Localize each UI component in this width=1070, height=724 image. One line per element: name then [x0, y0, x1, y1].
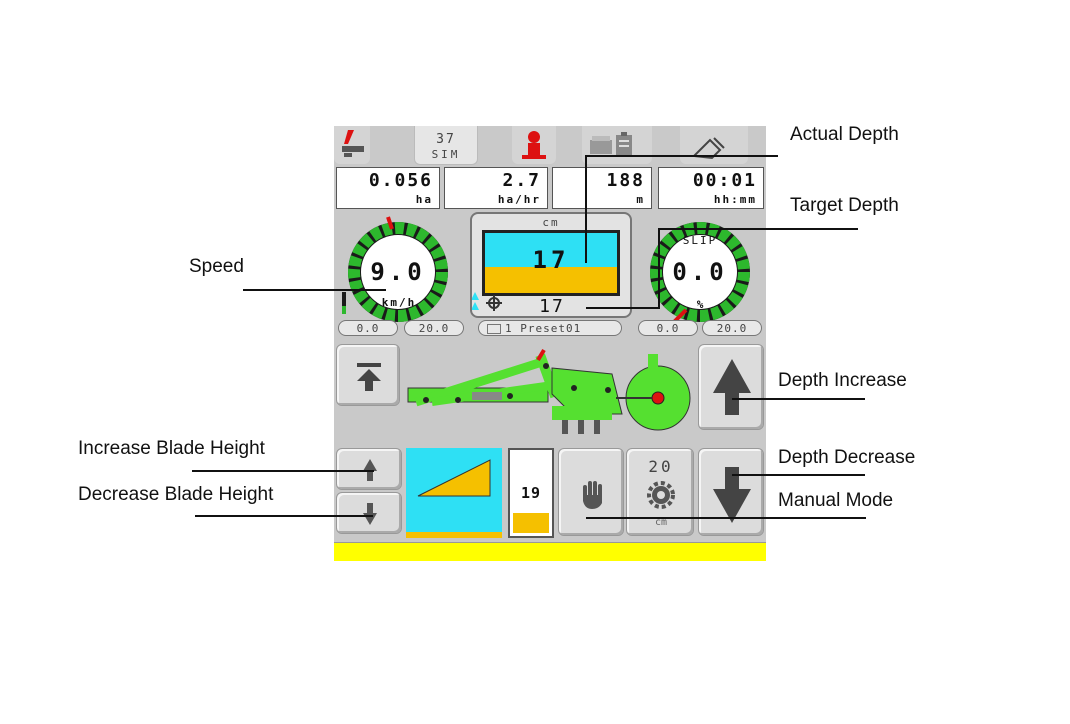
speed-max: 20.0	[404, 320, 464, 336]
leader-manual-mode	[586, 517, 866, 519]
implement-icon	[342, 130, 364, 157]
counter-work-rate: 2.7 ha/hr	[444, 167, 548, 209]
leader-depth-increase	[732, 398, 865, 400]
area-unit: ha	[415, 193, 433, 206]
sim-number: 37	[436, 132, 456, 147]
leader-actual-depth-v	[585, 155, 587, 263]
leader-depth-decrease	[732, 474, 865, 476]
leader-target-depth-h2	[586, 307, 660, 309]
raise-implement-button[interactable]	[336, 344, 400, 406]
speed-value: 9.0	[370, 258, 426, 286]
leader-actual-depth-h	[585, 155, 778, 157]
depth-decrease-button[interactable]	[698, 448, 764, 536]
cylinder-icon	[691, 137, 725, 160]
blade-height-increase-button[interactable]	[336, 448, 402, 490]
blade-height-fill	[513, 513, 549, 533]
slip-label: SLIP	[682, 234, 718, 247]
leader-target-depth-v	[658, 228, 660, 308]
label-target-depth: Target Depth	[790, 195, 899, 216]
blade-height-gauge	[508, 448, 554, 538]
terminal-screen: 37 SIM 0.056 ha 2.7 ha/hr 188	[334, 126, 766, 561]
label-manual-mode: Manual Mode	[778, 490, 894, 511]
hand-icon	[583, 481, 602, 509]
blade-height-decrease-button[interactable]	[336, 492, 402, 534]
tab-implement[interactable]	[334, 126, 370, 164]
label-depth-decrease: Depth Decrease	[778, 447, 916, 468]
target-depth-value: 17	[539, 296, 565, 317]
label-depth-increase: Depth Increase	[778, 370, 907, 391]
sim-label: SIM	[431, 148, 461, 161]
depth-increase-button[interactable]	[698, 344, 764, 430]
speed-unit: km/h	[381, 296, 417, 309]
tab-sim[interactable]: 37 SIM	[414, 126, 478, 165]
preset-selector[interactable]: 1 Preset01	[478, 320, 622, 336]
leader-target-depth-h1	[658, 228, 858, 230]
status-bar	[334, 542, 766, 561]
target-icon	[472, 292, 502, 311]
counter-time: 00:01 hh:mm	[658, 167, 764, 209]
actual-depth-value: 17	[532, 246, 570, 274]
slip-value: 0.0	[672, 258, 728, 286]
blade-height-value: 19	[520, 484, 542, 502]
label-decrease-blade-height: Decrease Blade Height	[78, 484, 274, 505]
blade-angle-display	[406, 448, 502, 538]
counter-distance: 188 m	[552, 167, 652, 209]
label-speed: Speed	[189, 256, 244, 277]
list-icon	[487, 324, 501, 334]
distance-unit: m	[636, 193, 645, 206]
speed-min: 0.0	[338, 320, 398, 336]
preset-name: 1 Preset01	[505, 322, 582, 335]
operator-icon	[522, 131, 546, 159]
depth-window	[482, 230, 620, 296]
work-rate-value: 2.7	[502, 170, 541, 191]
counter-area: 0.056 ha	[336, 167, 440, 209]
soil-area	[485, 267, 617, 293]
label-increase-blade-height: Increase Blade Height	[78, 438, 265, 459]
manual-mode-button[interactable]	[558, 448, 624, 536]
setting-value: 20	[648, 457, 674, 476]
depth-unit: cm	[542, 216, 560, 229]
gear-icon	[647, 481, 675, 509]
arrow-down-icon	[713, 467, 751, 523]
settings-button[interactable]: 20 cm	[626, 448, 694, 536]
time-unit: hh:mm	[713, 193, 757, 206]
area-value: 0.056	[368, 170, 433, 191]
tab-job-data[interactable]	[582, 126, 652, 164]
arrow-down-small-icon	[363, 503, 377, 525]
time-value: 00:01	[692, 170, 757, 191]
slip-unit: %	[696, 298, 704, 311]
slip-max: 20.0	[702, 320, 762, 336]
raise-to-top-icon	[357, 363, 381, 391]
arrow-up-icon	[713, 359, 751, 415]
tab-diagnostics[interactable]	[680, 126, 748, 164]
leader-speed	[243, 289, 386, 291]
blade-wedge-icon	[406, 459, 502, 538]
distance-value: 188	[606, 170, 645, 191]
implement-diagram	[407, 348, 691, 434]
leader-decrease-blade-height	[195, 515, 373, 517]
label-actual-depth: Actual Depth	[790, 124, 899, 145]
clipboard-icon	[590, 132, 632, 155]
slip-min: 0.0	[638, 320, 698, 336]
setting-unit: cm	[654, 517, 668, 528]
work-rate-unit: ha/hr	[497, 193, 541, 206]
leader-increase-blade-height	[192, 470, 374, 472]
tab-operator[interactable]	[512, 126, 556, 164]
